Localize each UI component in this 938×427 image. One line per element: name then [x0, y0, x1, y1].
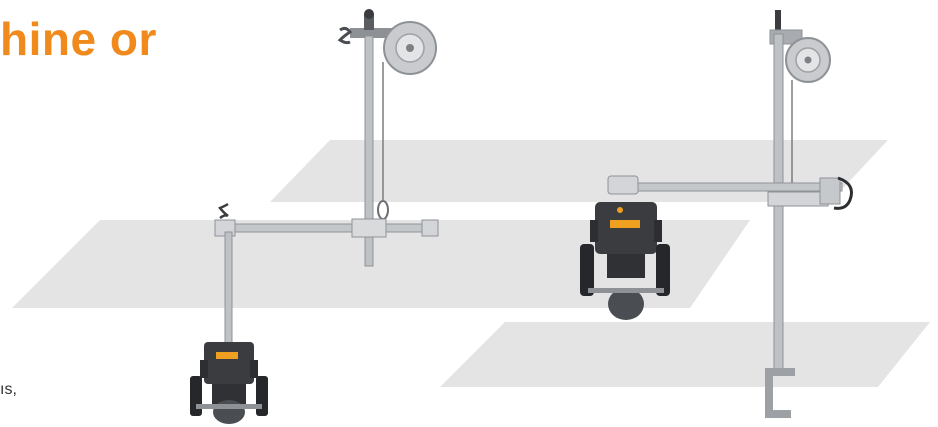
- left-vertical-column: [364, 35, 374, 267]
- left-balancer-rig: [190, 9, 439, 424]
- floor-plane-middle: [12, 220, 750, 308]
- right-floor-clamp: [765, 368, 795, 376]
- left-ceiling-bracket: [350, 28, 402, 38]
- floor-plane-lower: [440, 322, 930, 387]
- left-power-tool-icon: [190, 342, 268, 424]
- right-horizontal-arm: [611, 182, 843, 192]
- left-horizontal-arm: [221, 223, 435, 233]
- right-balancer-rig: [580, 10, 853, 418]
- body-text-fragment: ıs,: [0, 381, 17, 398]
- headline-text: hine or: [0, 13, 157, 65]
- right-power-tool-icon: [580, 202, 670, 320]
- left-drop-rod: [224, 231, 233, 345]
